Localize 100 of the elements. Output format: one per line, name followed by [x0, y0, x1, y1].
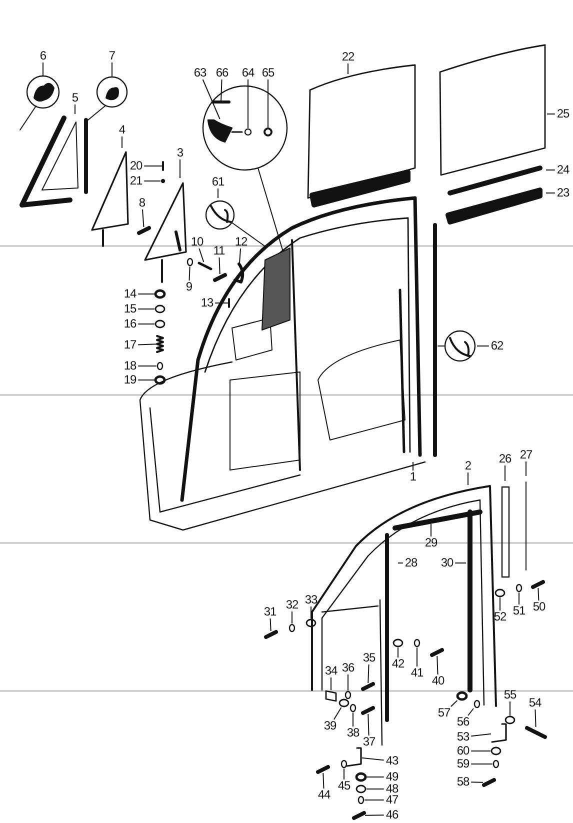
callout-number: 44 — [318, 788, 330, 802]
callout-number: 64 — [242, 66, 254, 80]
bolt-drawing — [352, 811, 366, 820]
washer-drawing — [392, 638, 404, 648]
leader-line — [74, 104, 76, 114]
callout-number: 23 — [556, 186, 570, 200]
callout-number: 42 — [392, 658, 404, 670]
ring-drawing — [358, 796, 364, 804]
leader-line — [366, 776, 384, 778]
callout-number: 27 — [520, 448, 532, 462]
callout-number: 33 — [304, 594, 318, 606]
leader-line — [366, 788, 384, 790]
callout-number: 1 — [410, 470, 416, 484]
ring-drawing — [340, 760, 348, 768]
leader-line — [368, 714, 370, 736]
leader-line — [538, 588, 540, 601]
bolt-drawing — [482, 778, 496, 787]
leader-line — [330, 677, 332, 690]
callout-number: 54 — [528, 696, 542, 710]
callout-number: 63 — [194, 66, 206, 80]
washer-drawing — [490, 746, 502, 756]
callout-number: 34 — [324, 664, 338, 678]
ring-drawing — [414, 638, 420, 648]
callout-number: 9 — [186, 280, 192, 294]
leader-line — [546, 192, 556, 194]
washer-drawing — [306, 618, 316, 628]
ring-drawing — [492, 760, 500, 768]
callout-number: 22 — [342, 50, 354, 64]
callout-number: 52 — [494, 610, 506, 624]
washer-drawing — [154, 304, 166, 314]
callout-number: 2 — [464, 460, 472, 472]
callout-number: 21 — [130, 174, 142, 188]
callout-number: 35 — [362, 652, 376, 664]
bracket-drawing — [346, 747, 362, 767]
leader-line — [352, 712, 354, 727]
callout-number: 50 — [532, 600, 546, 614]
leader-line — [42, 62, 44, 76]
ring-drawing — [474, 700, 480, 708]
callout-number: 3 — [176, 146, 184, 160]
leader-line — [198, 248, 204, 262]
bolt-drawing — [264, 630, 278, 639]
bracket-drawing — [207, 119, 243, 143]
plate-drawing — [325, 690, 337, 702]
callout-number: 36 — [342, 662, 354, 674]
callout-number: 48 — [386, 782, 398, 796]
leader-line — [270, 618, 272, 632]
callout-number: 39 — [324, 720, 336, 732]
leader-line — [218, 257, 220, 274]
leader-line — [470, 782, 484, 783]
leader-line — [310, 606, 312, 619]
bolt-drawing — [213, 273, 227, 282]
callout-number: 29 — [424, 536, 438, 550]
callout-number: 38 — [346, 726, 360, 740]
bolt-drawing — [361, 706, 375, 715]
leader-line — [239, 248, 242, 264]
leader-line — [188, 266, 190, 281]
washer-drawing — [504, 716, 516, 724]
nut-drawing — [355, 772, 367, 782]
callout-number: 41 — [410, 666, 424, 680]
bracket-drawing — [491, 723, 507, 743]
bolt-drawing — [525, 726, 547, 739]
callout-number: 65 — [262, 66, 274, 80]
leader-line — [470, 733, 492, 737]
washer-drawing — [154, 320, 166, 328]
leader-line — [138, 344, 156, 346]
callout-number: 43 — [386, 754, 398, 768]
callout-number: 49 — [386, 770, 398, 784]
nut-drawing — [154, 289, 166, 299]
callout-number: 16 — [124, 318, 136, 330]
leader-line — [398, 562, 404, 564]
washer-drawing — [338, 698, 350, 708]
leader-line — [430, 524, 432, 537]
leader-line — [416, 647, 418, 667]
leader-line — [220, 79, 222, 102]
callout-number: 15 — [124, 302, 136, 316]
rod-drawing — [198, 262, 212, 270]
callout-number: 56 — [456, 716, 470, 728]
leader-line — [504, 465, 506, 482]
callout-number: 60 — [456, 744, 470, 758]
callout-number: 14 — [124, 288, 136, 300]
callout-number: 13 — [200, 296, 214, 310]
callout-number: 11 — [213, 244, 225, 258]
callout-number: 53 — [456, 730, 470, 744]
leader-line — [322, 772, 324, 789]
callout-number: 59 — [456, 758, 470, 770]
leader-line — [138, 308, 155, 310]
leader-line — [454, 562, 466, 564]
callout-number: 26 — [498, 452, 512, 466]
leader-line — [333, 707, 342, 720]
nut-drawing — [154, 375, 166, 385]
callout-number: 4 — [118, 124, 126, 136]
bolt-drawing — [531, 580, 545, 589]
leader-line — [412, 462, 414, 471]
ring-drawing — [350, 704, 356, 712]
leader-line — [364, 814, 384, 816]
bolt-drawing — [316, 765, 330, 774]
leader-line — [518, 592, 520, 605]
leader-line — [450, 700, 458, 707]
nut-drawing — [456, 691, 468, 701]
leader-line — [142, 209, 144, 228]
